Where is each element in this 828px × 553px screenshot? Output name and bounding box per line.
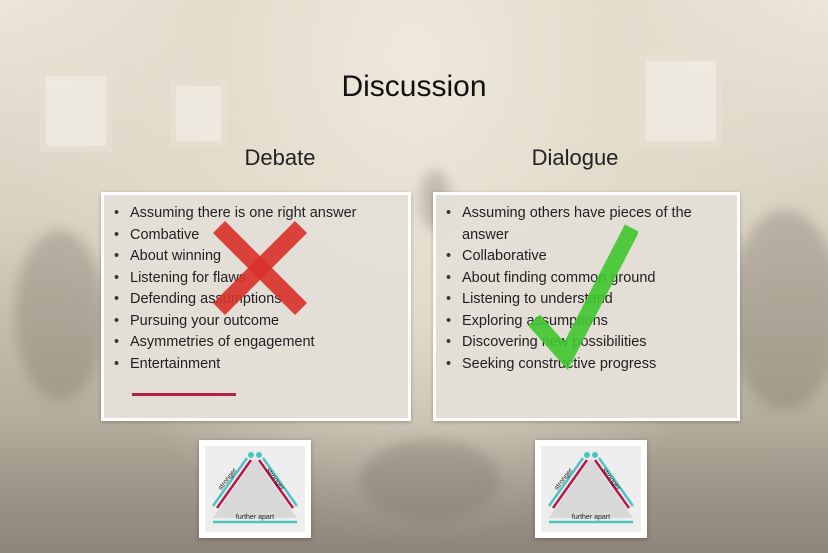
list-item: Seeking constructive progress [446,354,727,376]
list-item: Entertainment [114,354,398,376]
list-item: Pursuing your outcome [114,311,398,333]
background-person [730,210,828,410]
debate-panel: Assuming there is one right answer Comba… [101,192,411,421]
list-item: Listening for flaws [114,268,398,290]
background-window [40,70,112,152]
debate-diagram: stronger stronger further apart [199,440,311,538]
diagram-label-bottom: further apart [235,514,275,521]
diagram-label-bottom: further apart [571,514,611,521]
dialogue-heading: Dialogue [531,145,619,170]
list-item: Combative [114,225,398,247]
debate-heading: Debate [244,145,316,170]
red-x-icon [212,220,308,316]
list-item: About winning [114,246,398,268]
background-floor [0,423,828,553]
triangle-arrows-icon [547,452,635,524]
background-window [640,55,722,147]
background-person [15,230,105,400]
list-item: Listening to understand [446,289,727,311]
slide-title: Discussion [341,70,487,103]
list-item: Collaborative [446,246,727,268]
debate-list: Assuming there is one right answer Comba… [104,195,408,375]
accent-underline [132,393,236,396]
triangle-arrows-icon [211,452,299,524]
list-item: Assuming others have pieces of the answe… [446,203,727,246]
list-item: Assuming there is one right answer [114,203,398,225]
background-window [170,80,227,147]
list-item: Asymmetries of engagement [114,332,398,354]
green-check-icon [528,224,638,371]
dialogue-diagram: stronger stronger further apart [535,440,647,538]
background-chairs [360,440,500,520]
